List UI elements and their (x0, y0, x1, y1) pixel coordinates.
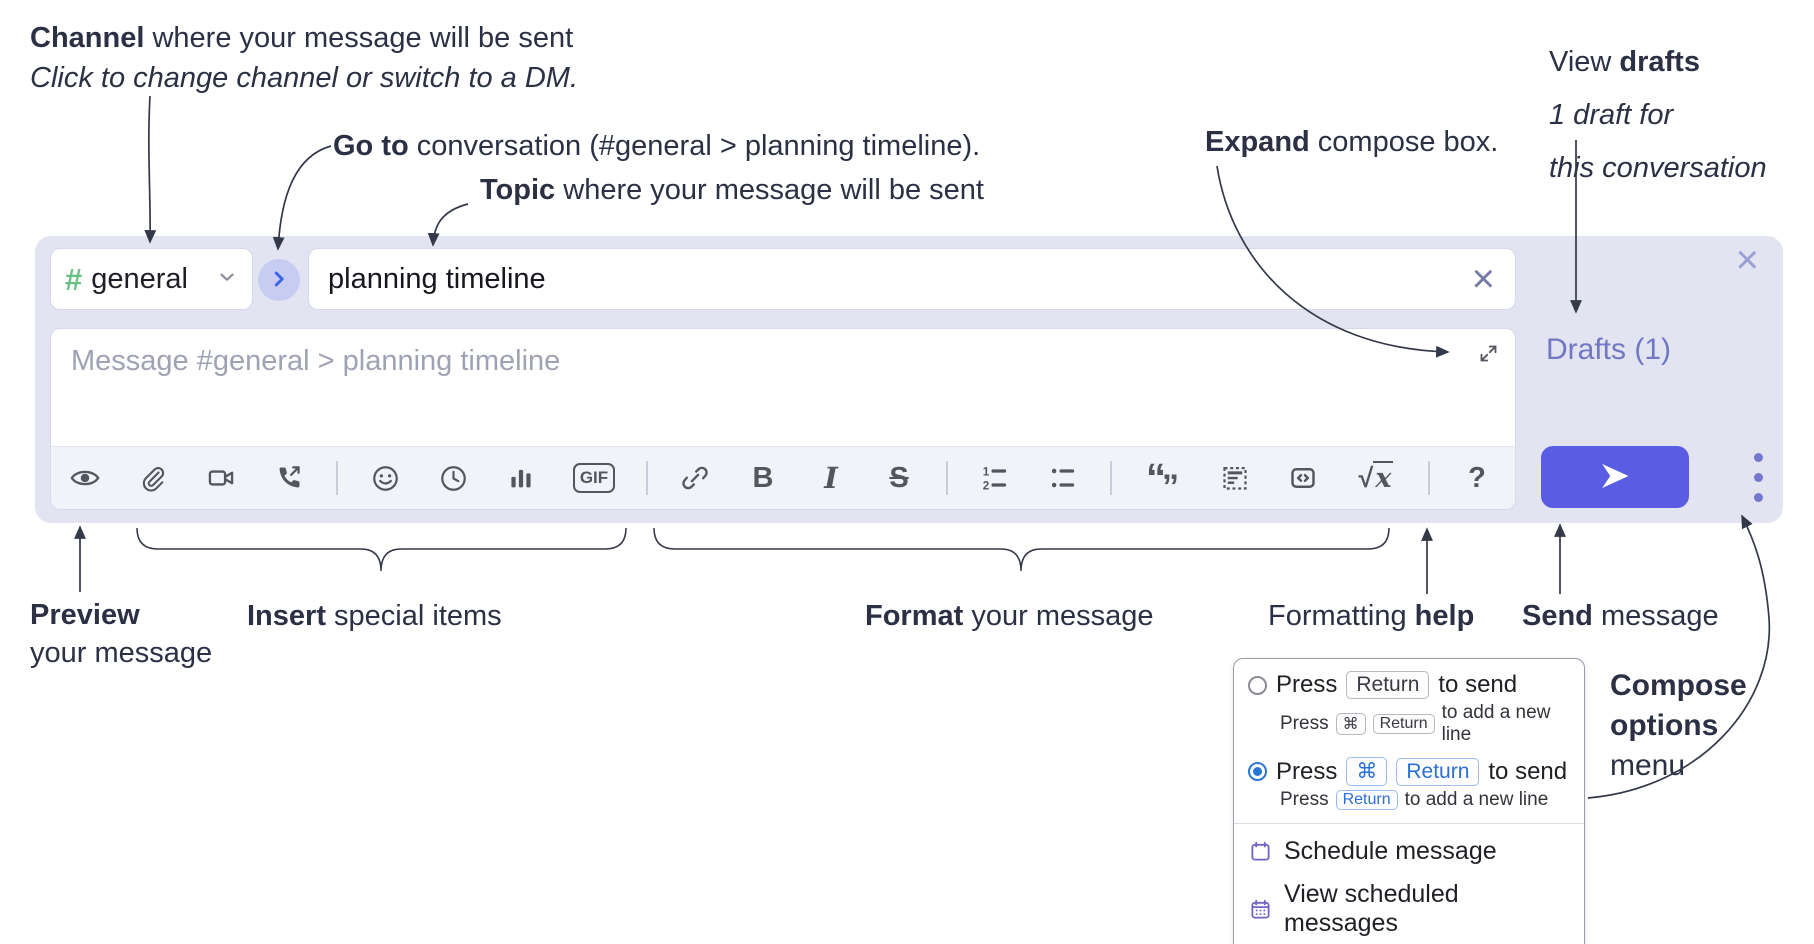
radio-unselected-icon[interactable] (1248, 675, 1267, 695)
quote-icon[interactable]: “” (1138, 457, 1188, 504)
brace-insert (136, 527, 627, 572)
link-icon[interactable] (674, 457, 716, 499)
annotation-send: Send message (1522, 600, 1719, 632)
radio-selected-icon[interactable] (1248, 762, 1267, 781)
calendar-icon (1249, 840, 1272, 863)
bulleted-list-icon[interactable] (1042, 457, 1084, 499)
topic-input[interactable] (309, 262, 1466, 296)
calendar-grid-icon (1249, 898, 1272, 921)
voice-call-icon[interactable] (268, 457, 310, 499)
svg-text:2: 2 (983, 480, 990, 492)
video-call-icon[interactable] (200, 457, 242, 499)
channel-selector[interactable]: # general (50, 248, 253, 310)
poll-icon[interactable] (500, 457, 542, 499)
annotation-topic: Topic where your message will be sent (480, 174, 984, 206)
annotation-expand: Expand compose box. (1205, 126, 1499, 158)
message-input-container (50, 328, 1516, 446)
emoji-icon[interactable] (364, 457, 406, 499)
chevron-down-icon (216, 266, 238, 293)
arrow-channel (144, 95, 157, 244)
return-key: Return (1396, 757, 1480, 786)
formatting-help-icon[interactable]: ? (1456, 457, 1498, 499)
close-compose-button[interactable]: × (1730, 240, 1765, 280)
cmd-key: ⌘ (1346, 757, 1388, 786)
spoiler-icon[interactable] (1214, 457, 1256, 499)
brace-format (653, 527, 1390, 572)
math-icon[interactable]: √x (1350, 457, 1402, 499)
return-key: Return (1335, 790, 1398, 810)
annotation-insert: Insert special items (247, 600, 502, 632)
toolbar-divider (946, 461, 948, 495)
toolbar-divider (336, 461, 338, 495)
compose-box: # general × × (35, 236, 1783, 523)
annotation-format: Format your message (865, 600, 1154, 632)
compose-options-button[interactable] (1735, 446, 1781, 508)
send-option-enter[interactable]: Press Return to send Press ⌘ Return to a… (1234, 666, 1584, 752)
attach-file-icon[interactable] (132, 457, 174, 499)
send-icon (1598, 459, 1632, 496)
dots-icon (1753, 452, 1763, 462)
send-option-cmd-enter[interactable]: Press ⌘ Return to send Press Return to a… (1234, 752, 1584, 817)
topic-clear-button[interactable]: × (1466, 259, 1501, 299)
arrow-goto (272, 145, 332, 251)
annotation-goto: Go to conversation (#general > planning … (333, 130, 981, 162)
menu-divider (1234, 823, 1584, 824)
gif-icon[interactable]: GIF (568, 457, 620, 499)
compose-options-menu: Press Return to send Press ⌘ Return to a… (1233, 658, 1585, 944)
chevron-right-icon (268, 268, 290, 293)
return-key: Return (1372, 714, 1435, 734)
annotation-preview: Preview your message (30, 599, 213, 669)
channel-name: general (91, 262, 188, 295)
preview-icon[interactable] (64, 457, 106, 499)
annotation-view-drafts: View drafts 1 draft for this conversatio… (1549, 46, 1767, 184)
toolbar-divider (1428, 461, 1430, 495)
strikethrough-icon[interactable]: S (878, 457, 920, 499)
annotation-formatting-help: Formatting help (1268, 600, 1475, 632)
annotation-compose-options: Compose options menu (1610, 669, 1747, 782)
channel-hash-icon: # (65, 261, 83, 297)
message-input[interactable] (51, 329, 1515, 446)
drafts-link[interactable]: Drafts (1) (1540, 332, 1677, 368)
italic-icon[interactable]: I (810, 457, 852, 499)
return-key: Return (1346, 671, 1430, 699)
bold-icon[interactable]: B (742, 457, 784, 499)
toolbar-divider (1110, 461, 1112, 495)
go-to-conversation-button[interactable] (258, 259, 300, 301)
topic-input-container: × (308, 248, 1516, 310)
menu-item-schedule-message[interactable]: Schedule message (1234, 830, 1584, 873)
toolbar-divider (646, 461, 648, 495)
expand-compose-button[interactable] (1476, 341, 1501, 369)
menu-item-view-scheduled[interactable]: View scheduled messages (1234, 873, 1584, 944)
svg-text:1: 1 (983, 466, 990, 479)
cmd-key: ⌘ (1335, 713, 1366, 735)
expand-icon (1478, 345, 1499, 367)
annotation-channel: Channel where your message will be sent … (30, 22, 579, 94)
send-button[interactable] (1541, 446, 1689, 508)
code-icon[interactable] (1282, 457, 1324, 499)
time-icon[interactable] (432, 457, 474, 499)
